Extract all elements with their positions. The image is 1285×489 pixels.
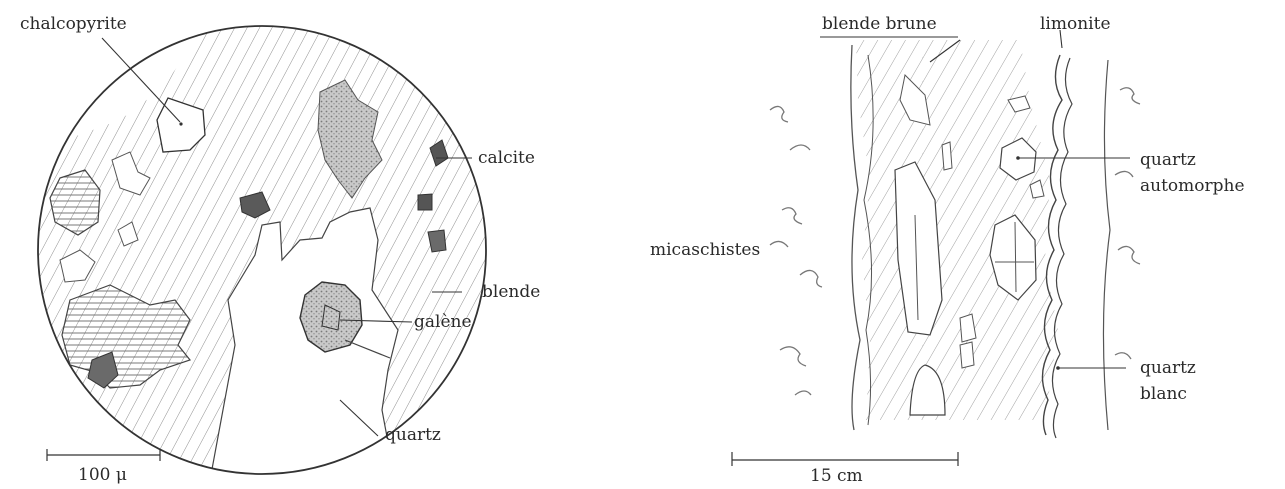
quartz-crystal: [960, 342, 974, 368]
thin-section-circle: [30, 20, 500, 489]
label-limonite: limonite: [1040, 14, 1111, 34]
scale-label-left: 100 μ: [78, 465, 127, 485]
galene-grain: [300, 282, 362, 352]
quartz-crystal: [942, 142, 952, 170]
label-quartz-automorphe-1: quartz: [1140, 150, 1196, 170]
label-blende-brune: blende brune: [822, 14, 937, 34]
label-quartz-blanc-2: blanc: [1140, 384, 1187, 404]
calcite-grain: [418, 194, 432, 210]
scale-label-right: 15 cm: [810, 466, 863, 486]
label-micaschistes: micaschistes: [650, 240, 760, 260]
label-chalcopyrite: chalcopyrite: [20, 14, 127, 34]
scale-bar-right: [732, 452, 958, 466]
label-blende: blende: [482, 282, 540, 302]
label-quartz-automorphe-2: automorphe: [1140, 176, 1245, 196]
label-calcite: calcite: [478, 148, 535, 168]
vein-sketch: [770, 40, 1140, 438]
label-galene: galène: [414, 312, 472, 332]
label-quartz: quartz: [385, 425, 441, 445]
scale-bar-left: [47, 449, 160, 461]
label-quartz-blanc-1: quartz: [1140, 358, 1196, 378]
